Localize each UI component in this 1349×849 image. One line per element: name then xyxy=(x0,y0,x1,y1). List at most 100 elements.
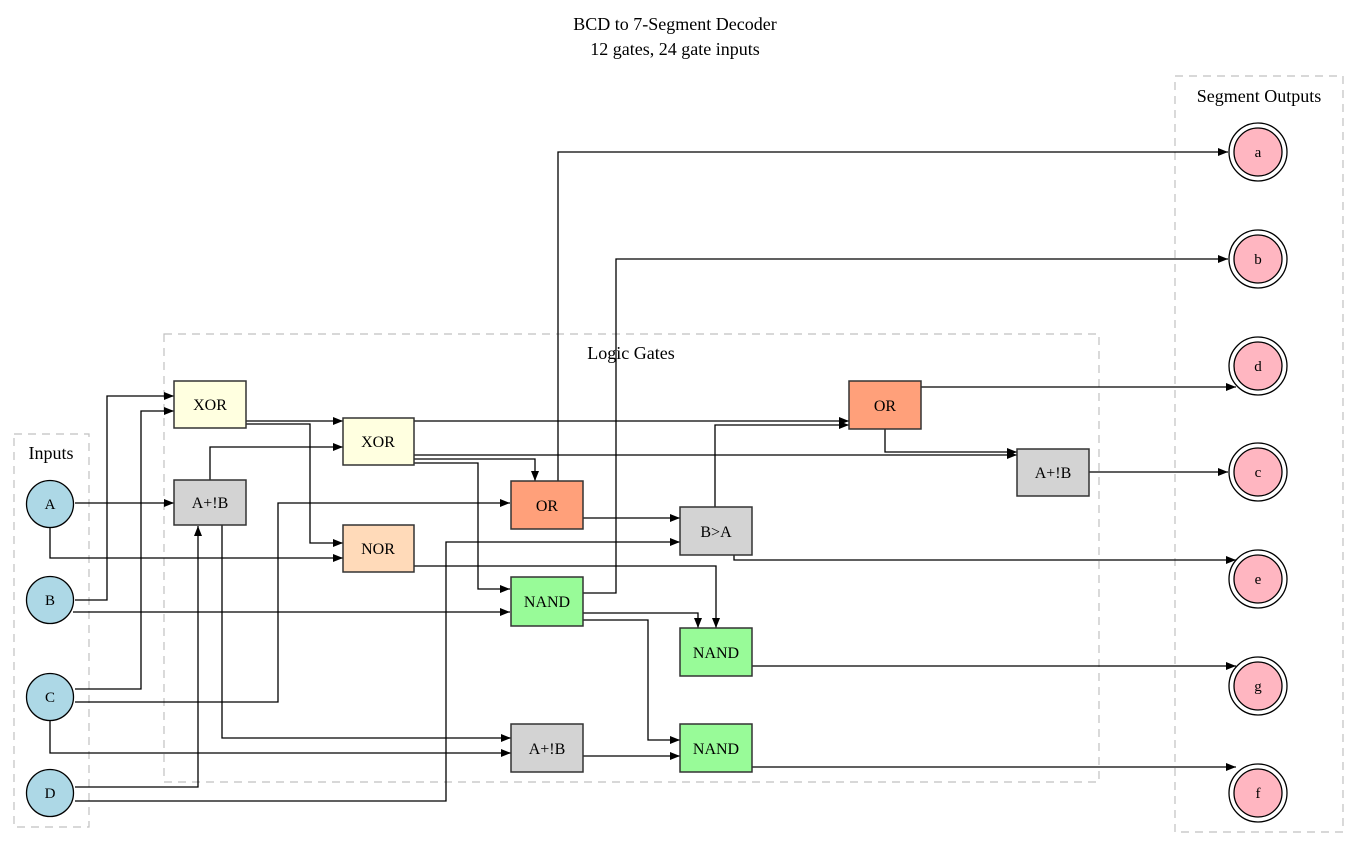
gate-nand-3-box xyxy=(679,723,753,773)
gate-or-1-box xyxy=(510,480,584,530)
input-node-B-circle xyxy=(25,575,75,625)
gate-anotb-3[interactable]: A+!B xyxy=(1016,448,1090,497)
gate-nor-label: NOR xyxy=(361,541,395,558)
wire-A-to-nor xyxy=(49,527,343,562)
diagram-title: BCD to 7-Segment Decoder xyxy=(573,14,776,34)
wire-nand1-to-b xyxy=(583,255,1228,594)
cluster-inputs: Inputs xyxy=(13,433,90,828)
gate-xor-1[interactable]: XOR xyxy=(173,380,247,429)
gate-xor-1-label: XOR xyxy=(193,397,227,414)
gate-nand-1-label: NAND xyxy=(524,594,570,611)
gate-anotb-3-label: A+!B xyxy=(1035,465,1072,482)
input-node-B-label: B xyxy=(45,593,55,609)
output-node-f[interactable]: f xyxy=(1228,763,1288,823)
input-node-A-label: A xyxy=(45,497,56,513)
output-node-c-label: c xyxy=(1255,465,1262,481)
output-node-e-label: e xyxy=(1255,572,1262,588)
gate-nand-2[interactable]: NAND xyxy=(679,627,753,677)
input-node-C[interactable]: C xyxy=(25,672,75,722)
diagram-subtitle: 12 gates, 24 gate inputs xyxy=(590,39,759,59)
gate-or-2-box xyxy=(848,380,922,430)
output-node-e-outer xyxy=(1228,549,1288,609)
output-node-b[interactable]: b xyxy=(1228,229,1288,289)
wire-nor-to-nand2 xyxy=(414,565,720,628)
output-node-f-inner xyxy=(1233,768,1283,818)
gate-xor-2[interactable]: XOR xyxy=(342,417,415,466)
wire-bgta-to-e xyxy=(733,555,1236,564)
gate-anotb-1[interactable]: A+!B xyxy=(173,479,247,526)
gate-nand-1-box xyxy=(510,576,584,627)
cluster-outputs-label: Segment Outputs xyxy=(1197,86,1322,106)
output-node-a[interactable]: a xyxy=(1228,122,1288,182)
wire-g2-to-xor2 xyxy=(209,443,343,480)
output-node-d-label: d xyxy=(1254,359,1262,375)
wire-C-to-or1 xyxy=(75,499,510,703)
output-node-e[interactable]: e xyxy=(1228,549,1288,609)
output-node-d-inner xyxy=(1233,341,1283,391)
cluster-logic-label: Logic Gates xyxy=(587,343,674,363)
wire-xor2-to-or1 xyxy=(414,458,539,481)
wire-D-to-g2 xyxy=(75,526,202,788)
wires xyxy=(49,148,1236,802)
gate-nor[interactable]: NOR xyxy=(342,524,415,573)
output-node-d[interactable]: d xyxy=(1228,336,1288,396)
cluster-outputs: Segment Outputs xyxy=(1174,75,1344,833)
wire-g2-to-g7 xyxy=(221,525,511,742)
gate-xor-2-box xyxy=(342,417,415,466)
input-node-D-circle xyxy=(25,768,75,818)
wire-D-to-bgta xyxy=(75,538,680,802)
output-node-g-outer xyxy=(1228,656,1288,716)
output-node-g-inner xyxy=(1233,661,1283,711)
output-node-b-inner xyxy=(1233,234,1283,284)
wire-or2-to-g12 xyxy=(884,429,1017,456)
input-node-B[interactable]: B xyxy=(25,575,75,625)
output-node-a-outer xyxy=(1228,122,1288,182)
gate-or-1[interactable]: OR xyxy=(510,480,584,530)
gate-or-2[interactable]: OR xyxy=(848,380,922,430)
gate-xor-1-box xyxy=(173,380,247,429)
input-node-A-circle xyxy=(25,479,75,529)
gate-nand-3-label: NAND xyxy=(693,741,739,758)
wire-xor1-to-nor xyxy=(246,423,343,547)
output-node-a-inner xyxy=(1233,127,1283,177)
output-node-g[interactable]: g xyxy=(1228,656,1288,716)
input-node-C-circle xyxy=(25,672,75,722)
gate-nand-3[interactable]: NAND xyxy=(679,723,753,773)
gate-anotb-2[interactable]: A+!B xyxy=(510,723,584,773)
output-node-b-label: b xyxy=(1254,252,1262,268)
gate-nand-2-box xyxy=(679,627,753,677)
gate-b-gt-a-box xyxy=(679,506,753,556)
gate-or-1-label: OR xyxy=(536,498,559,515)
cluster-inputs-border xyxy=(13,433,90,828)
output-node-c[interactable]: c xyxy=(1228,442,1288,502)
gate-nor-box xyxy=(342,524,415,573)
gate-b-gt-a[interactable]: B>A xyxy=(679,506,753,556)
input-node-D[interactable]: D xyxy=(25,768,75,818)
wire-nand1-to-nand3 xyxy=(583,619,680,744)
gate-anotb-1-label: A+!B xyxy=(192,495,229,512)
output-node-e-inner xyxy=(1233,554,1283,604)
gate-anotb-1-box xyxy=(173,479,247,526)
wire-bgta-to-or2 xyxy=(714,421,849,507)
gate-nand-1[interactable]: NAND xyxy=(510,576,584,627)
wire-C-to-xor1 xyxy=(75,407,174,690)
wire-nand1-to-nand2 xyxy=(583,612,702,628)
input-node-C-label: C xyxy=(45,690,55,706)
wire-B-to-xor1 xyxy=(75,392,174,601)
gate-anotb-2-box xyxy=(510,723,584,773)
output-node-c-outer xyxy=(1228,442,1288,502)
input-node-A[interactable]: A xyxy=(25,479,75,529)
output-node-c-inner xyxy=(1233,447,1283,497)
output-node-a-label: a xyxy=(1255,145,1262,161)
gate-b-gt-a-label: B>A xyxy=(700,524,732,541)
gate-anotb-2-label: A+!B xyxy=(529,741,566,758)
cluster-outputs-border xyxy=(1174,75,1344,833)
gate-anotb-3-box xyxy=(1016,448,1090,497)
gate-or-2-label: OR xyxy=(874,398,897,415)
cluster-inputs-label: Inputs xyxy=(29,443,74,463)
output-node-b-outer xyxy=(1228,229,1288,289)
output-node-f-label: f xyxy=(1256,786,1261,802)
input-node-D-label: D xyxy=(45,786,56,802)
wire-xor2-to-nand1 xyxy=(414,462,510,593)
